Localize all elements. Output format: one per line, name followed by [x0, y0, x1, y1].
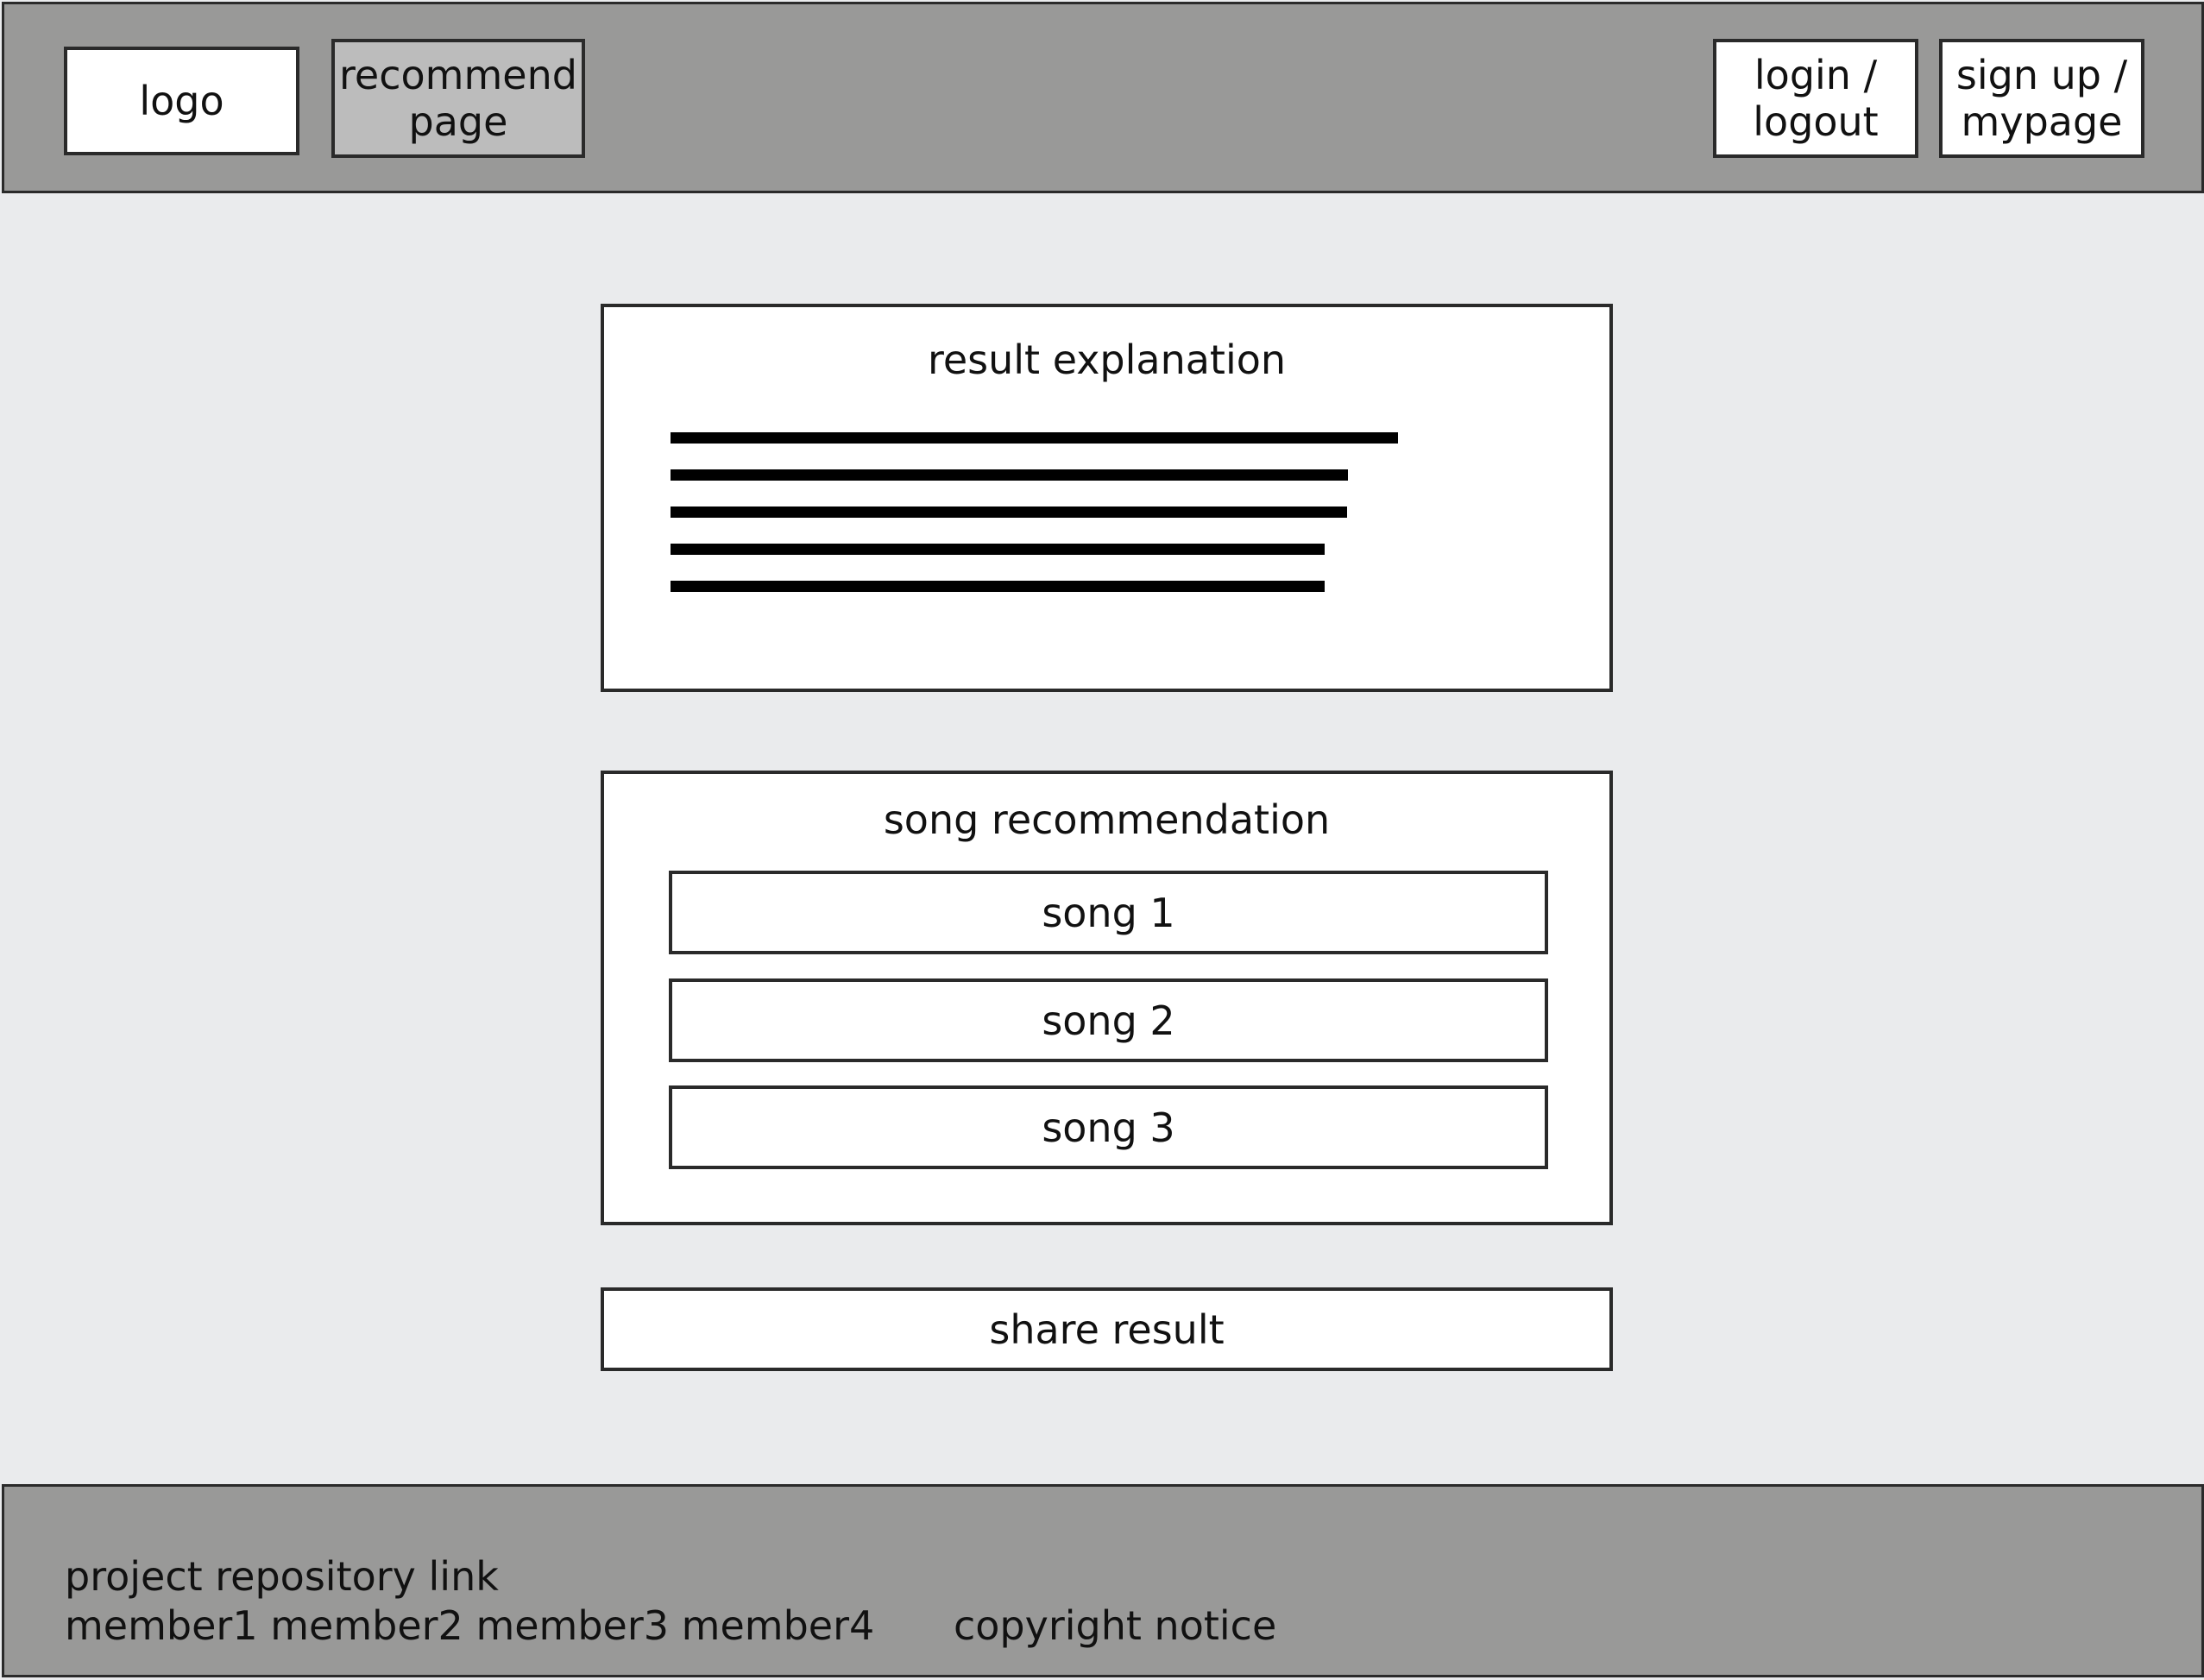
logo-label: logo	[139, 78, 224, 124]
placeholder-text-line	[671, 544, 1325, 555]
signup-mypage-button[interactable]: sign up / mypage	[1939, 39, 2144, 158]
copyright-notice: copyright notice	[954, 1602, 1277, 1649]
logo[interactable]: logo	[64, 47, 299, 155]
share-result-button[interactable]: share result	[601, 1287, 1613, 1371]
song-item-3[interactable]: song 3	[669, 1085, 1548, 1169]
placeholder-text-line	[671, 432, 1398, 444]
project-repository-link[interactable]: project repository link	[65, 1553, 499, 1600]
signup-mypage-label: sign up / mypage	[1955, 52, 2128, 145]
placeholder-text-line	[671, 469, 1348, 481]
footer-bar: project repository link member1 member2 …	[2, 1484, 2204, 1677]
result-explanation-panel: result explanation	[601, 304, 1613, 692]
login-logout-label: login / logout	[1753, 52, 1879, 145]
login-logout-button[interactable]: login / logout	[1713, 39, 1918, 158]
song-item-1[interactable]: song 1	[669, 871, 1548, 954]
recommend-page-label: recommend page	[339, 52, 577, 145]
recommend-page-button[interactable]: recommend page	[331, 39, 585, 158]
placeholder-text-line	[671, 507, 1347, 518]
placeholder-text-line	[671, 581, 1325, 592]
song-recommendation-panel: song recommendation song 1 song 2 song 3	[601, 771, 1613, 1225]
song-recommendation-title: song recommendation	[883, 796, 1331, 843]
member-list: member1 member2 member3 member4	[65, 1602, 875, 1649]
song-item-2[interactable]: song 2	[669, 978, 1548, 1062]
header-bar: logo recommend page login / logout sign …	[2, 2, 2204, 193]
result-explanation-title: result explanation	[927, 337, 1287, 383]
